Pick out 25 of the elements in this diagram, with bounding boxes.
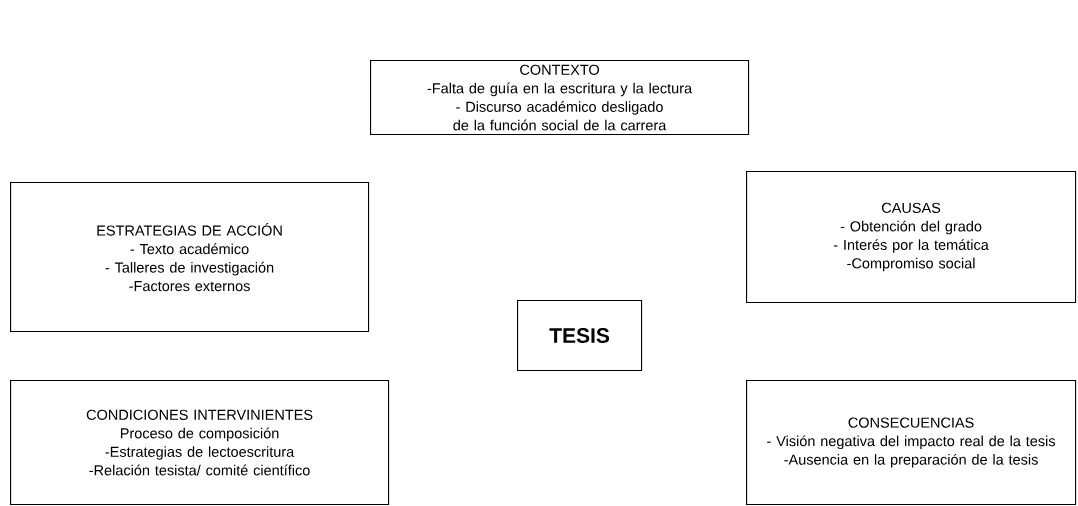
text-box [746, 380, 1077, 506]
box-text: - Visión negativa del impacto real de la tesis [767, 435, 1055, 450]
box-heading: CONDICIONES INTERVINIENTES [86, 409, 313, 420]
text-box [10, 182, 370, 333]
box-text: - Obtención del grado [840, 220, 982, 235]
text-box [517, 300, 643, 372]
box-text: - Talleres de investigación [105, 261, 274, 276]
box-text: -Compromiso social [847, 257, 975, 272]
box-heading: CONSECUENCIAS [848, 417, 974, 428]
box-text: Proceso de composición [120, 427, 279, 442]
box-text: -Estrategias de lectoescritura [105, 446, 295, 460]
box-text: -Falta de guía en la escritura y la lectura [427, 82, 693, 97]
box-text: - Discurso académico desligado de la función social de la carrera [453, 101, 667, 131]
text-box [370, 60, 750, 136]
box-title: TESIS [549, 328, 610, 343]
box-heading: ESTRATEGIAS DE ACCIÓN [97, 222, 282, 236]
box-text: -Ausencia en la preparación de la tesis [784, 453, 1038, 468]
text-box [746, 171, 1077, 304]
box-heading: CONTEXTO [520, 64, 599, 75]
box-text: -Factores externos [129, 281, 250, 292]
box-heading: CAUSAS [882, 202, 941, 213]
box-text: - Interés por la temática [833, 239, 989, 253]
box-text: -Relación tesista/ comité científico [89, 464, 310, 476]
box-text: - Texto académico [130, 243, 249, 255]
text-box [10, 380, 390, 506]
